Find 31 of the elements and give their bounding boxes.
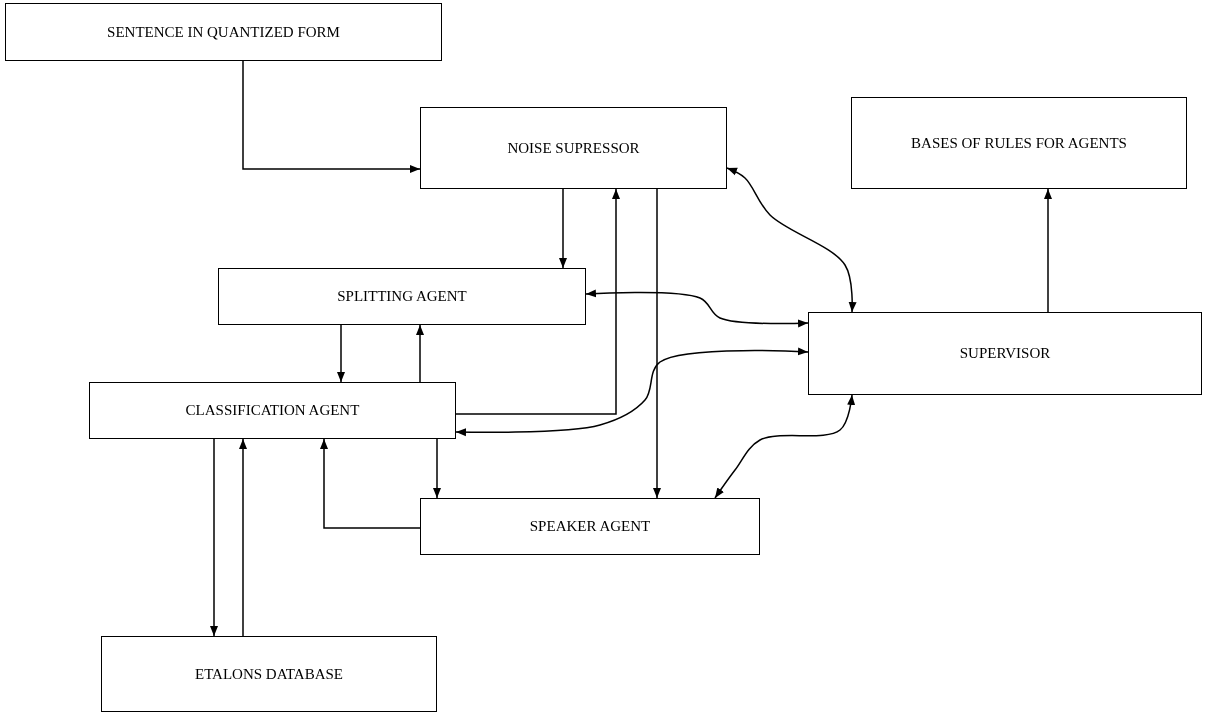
process-box — [420, 107, 727, 189]
node-label: NOISE SUPRESSOR — [507, 138, 640, 158]
arrow — [337, 324, 345, 383]
arrow — [726, 167, 857, 313]
arrow — [585, 289, 809, 328]
arrow — [714, 394, 856, 499]
process-box — [218, 268, 586, 325]
node-label: BASES OF RULES FOR AGENTS — [911, 133, 1127, 153]
process-box — [808, 312, 1202, 395]
process-box — [851, 97, 1187, 189]
node-label: SPLITTING AGENT — [337, 287, 467, 306]
node-label: SENTENCE IN QUANTIZED FORM — [107, 22, 340, 42]
process-box — [420, 498, 760, 555]
arrow — [242, 60, 421, 173]
arrow — [416, 324, 424, 383]
process-box — [5, 3, 442, 61]
process-box — [101, 636, 437, 712]
node-label: CLASSIFICATION AGENT — [185, 401, 360, 420]
arrow — [320, 438, 421, 529]
process-box — [89, 382, 456, 439]
arrow — [210, 438, 218, 637]
arrow — [1044, 188, 1052, 313]
arrow — [433, 438, 441, 499]
arrow — [653, 188, 661, 499]
node-label: ETALONS DATABASE — [195, 664, 343, 684]
arrow — [455, 347, 809, 437]
arrow — [239, 438, 247, 637]
node-label: SPEAKER AGENT — [529, 517, 651, 536]
node-label: SUPERVISOR — [959, 344, 1051, 363]
arrow — [455, 188, 620, 415]
arrow — [559, 188, 567, 269]
